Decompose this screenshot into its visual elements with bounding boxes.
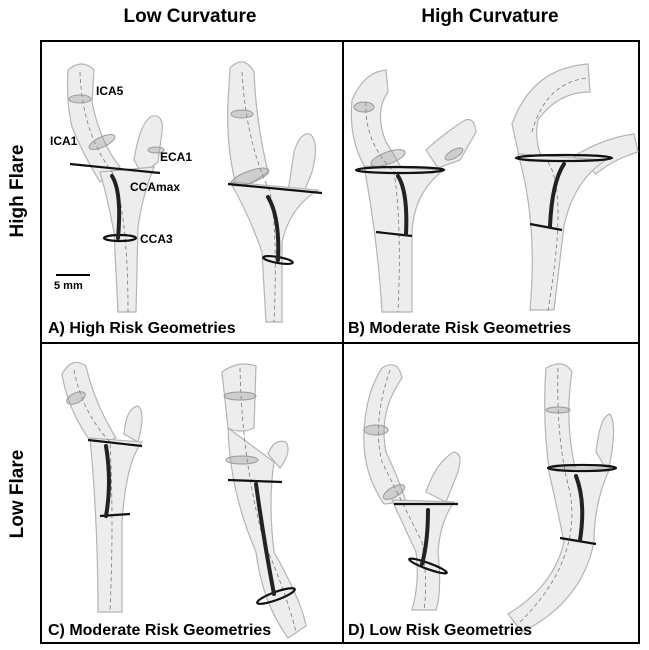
vessel-d2-ica	[544, 363, 577, 477]
ring-c2-ica1	[225, 455, 259, 465]
ring-d2-ccamax	[546, 463, 618, 473]
vessel-c2-eca	[267, 440, 289, 469]
centerline-b1	[396, 174, 409, 236]
vessel-c2-ica	[221, 363, 257, 432]
ring-a1-ica5	[68, 94, 92, 104]
panel-d-vessels	[363, 363, 618, 633]
label-eca1: ECA1	[160, 150, 193, 164]
row-header-low-flare: Low Flare	[7, 449, 28, 539]
ring-d1-ica1	[382, 484, 406, 500]
ring-a2-ica	[230, 109, 254, 119]
ring-b1-ica1	[370, 149, 406, 167]
vessel-b1-cca	[363, 165, 446, 313]
vessel-b1-eca	[425, 119, 477, 169]
vessel-b2-ica	[511, 63, 591, 161]
grid-divider-horizontal	[42, 342, 638, 344]
ring-d1-cca3	[408, 557, 448, 575]
ring-b1-ica	[353, 101, 375, 113]
panel-d: D) Low Risk Geometries	[342, 342, 642, 644]
vessel-b1-ica	[350, 69, 403, 173]
panel-c-vessels	[61, 361, 307, 639]
panel-c-title: C) Moderate Risk Geometries	[48, 622, 272, 639]
column-header-high-curvature: High Curvature	[421, 6, 559, 27]
ring-a1-ccamax	[69, 162, 161, 175]
vessel-d2-cca	[507, 467, 611, 633]
figure-grid: ICA5 ICA1 ECA1 CCAmax CCA3 5 mm A) High …	[40, 40, 640, 644]
panel-a: ICA5 ICA1 ECA1 CCAmax CCA3 5 mm A) High …	[42, 42, 342, 342]
centerline-a1	[110, 174, 122, 240]
label-ccamax: CCAmax	[130, 180, 181, 194]
ring-a1-ica1	[88, 134, 116, 150]
column-header-low-curvature: Low Curvature	[123, 6, 257, 27]
ring-a2-ccamax	[227, 182, 323, 195]
label-ica1: ICA1	[50, 134, 78, 148]
ring-c2-ccamax	[227, 478, 283, 484]
ring-c2-ica	[223, 391, 257, 401]
panel-c: C) Moderate Risk Geometries	[42, 342, 342, 644]
vessel-b2-cca	[517, 153, 608, 311]
vessel-d1-ica	[363, 364, 407, 505]
label-scale: 5 mm	[54, 280, 83, 292]
ring-d2-ica	[545, 406, 571, 414]
ring-b1-eca1	[444, 147, 464, 161]
ring-b1-ccamax	[354, 165, 446, 175]
vessel-a2-eca	[287, 133, 317, 193]
vessel-d2-eca	[595, 413, 615, 474]
panel-a-title: A) High Risk Geometries	[48, 320, 236, 337]
centerline-c1	[104, 444, 111, 518]
label-cca3: CCA3	[140, 232, 173, 246]
centerline-a2	[266, 195, 281, 262]
ring-a1-eca1	[147, 146, 165, 154]
panel-a-vessels	[66, 61, 323, 323]
centerline-b2	[548, 162, 566, 228]
centerline-d1	[420, 508, 430, 566]
vessel-c1-eca	[123, 405, 143, 443]
vessel-a1-eca	[133, 115, 163, 175]
panel-b: B) Moderate Risk Geometries	[342, 42, 642, 342]
vessel-c1-cca	[89, 437, 144, 613]
vessel-a1-ica	[66, 63, 121, 183]
panel-b-vessels	[350, 63, 639, 313]
vessel-a2-cca	[228, 181, 320, 323]
centerline-c2	[254, 482, 276, 596]
ring-c1-ica	[66, 391, 86, 405]
panel-d-title: D) Low Risk Geometries	[348, 622, 533, 639]
vessel-a1-cca	[99, 166, 155, 313]
ring-d1-ica	[363, 424, 389, 436]
vessel-d1-eca	[425, 451, 461, 503]
vessel-c1-ica	[61, 361, 117, 447]
row-header-high-flare: High Flare	[7, 144, 28, 238]
centerline-d2	[574, 474, 585, 542]
ring-c1-ccamax	[87, 438, 143, 448]
ring-b2-ccamax	[514, 153, 614, 163]
panel-b-title: B) Moderate Risk Geometries	[348, 320, 572, 337]
ring-d2-cca3	[559, 536, 597, 546]
scale-bar	[56, 274, 90, 276]
ring-b2-cca3	[529, 222, 563, 232]
vessel-a2-ica	[227, 61, 269, 193]
label-ica5: ICA5	[96, 84, 124, 98]
